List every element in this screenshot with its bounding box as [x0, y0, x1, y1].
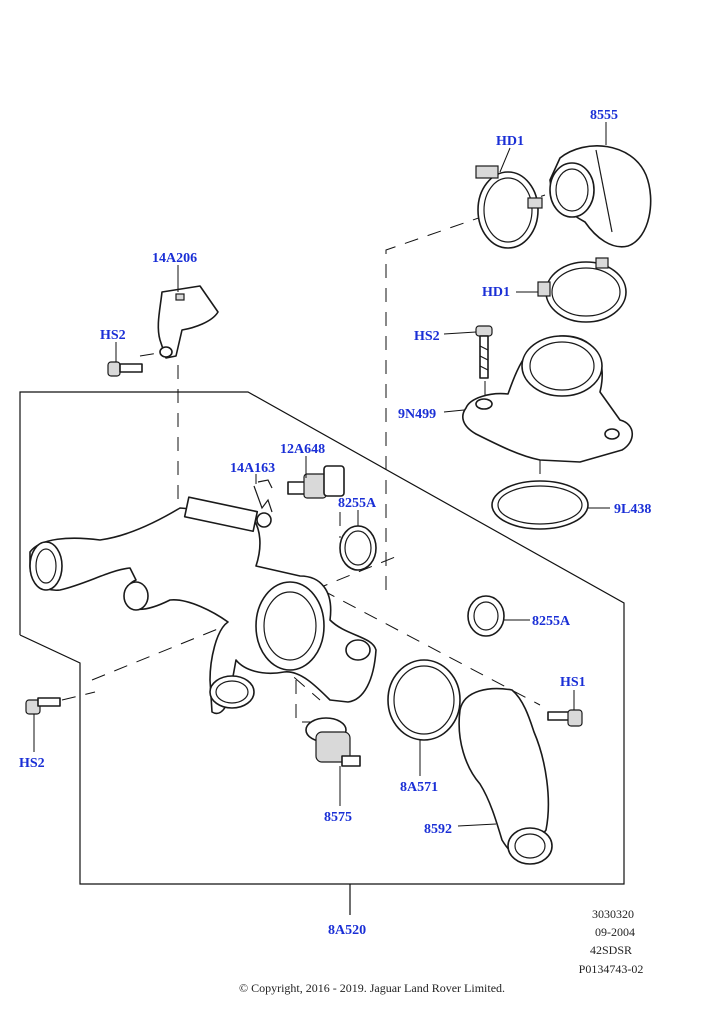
drawing-date: 09-2004: [595, 925, 635, 939]
leader-lines: [33, 122, 610, 827]
part-8255a-middle-clip: [467, 595, 505, 637]
callout-labels: 8555 HD1 HD1 14A206 HS2 HS2 9N499 12A648…: [19, 108, 651, 938]
callout-8255a-middle: 8255A: [532, 614, 571, 629]
callout-hd1-middle: HD1: [482, 285, 510, 300]
callout-hs2-left: HS2: [100, 328, 126, 343]
callout-8255a-top: 8255A: [338, 496, 377, 511]
part-9n499-outlet-housing: [462, 335, 634, 463]
part-8555-hose-elbow: [549, 145, 652, 248]
part-hs2-bottom-bolt: [25, 697, 61, 715]
part-8575-thermostat: [305, 717, 361, 767]
drawing-ref-number: 3030320: [592, 907, 634, 921]
part-main-housing-body: [29, 496, 377, 715]
callout-14a206: 14A206: [152, 251, 197, 266]
part-8a571-seal: [387, 659, 461, 741]
part-8592-outlet-pipe: [458, 687, 553, 865]
part-hs2-left-bolt: [107, 361, 143, 377]
callout-8555: 8555: [590, 108, 618, 123]
assembly-frame: [19, 391, 625, 915]
part-8255a-upper-clip: [339, 525, 377, 571]
callout-hs2-bottom: HS2: [19, 756, 45, 771]
part-14a206-bracket: [157, 285, 219, 359]
part-hd1-upper-clamp: [475, 165, 543, 249]
part-14a163-clip: [253, 479, 273, 513]
callout-hs1: HS1: [560, 675, 586, 690]
drawing-part-ref: P0134743-02: [578, 962, 644, 976]
part-9l438-seal-ring: [491, 480, 589, 530]
callout-hd1-top: HD1: [496, 134, 524, 149]
part-hs2-upper-bolt: [475, 325, 493, 379]
part-hs1-bolt: [547, 709, 583, 727]
callout-12a648: 12A648: [280, 442, 325, 457]
callout-8575: 8575: [324, 810, 352, 825]
part-12a648-sensor: [287, 465, 345, 499]
callout-8a571: 8A571: [400, 780, 438, 795]
callout-9n499: 9N499: [398, 407, 436, 422]
callout-8592: 8592: [424, 822, 452, 837]
callout-14a163: 14A163: [230, 461, 275, 476]
callout-8a520: 8A520: [328, 923, 366, 938]
part-hd1-middle-clamp: [537, 257, 627, 323]
callout-9l438: 9L438: [614, 502, 651, 517]
drawing-model-code: 42SDSR: [589, 943, 633, 957]
copyright-notice: © Copyright, 2016 - 2019. Jaguar Land Ro…: [238, 981, 506, 995]
callout-hs2-right: HS2: [414, 329, 440, 344]
